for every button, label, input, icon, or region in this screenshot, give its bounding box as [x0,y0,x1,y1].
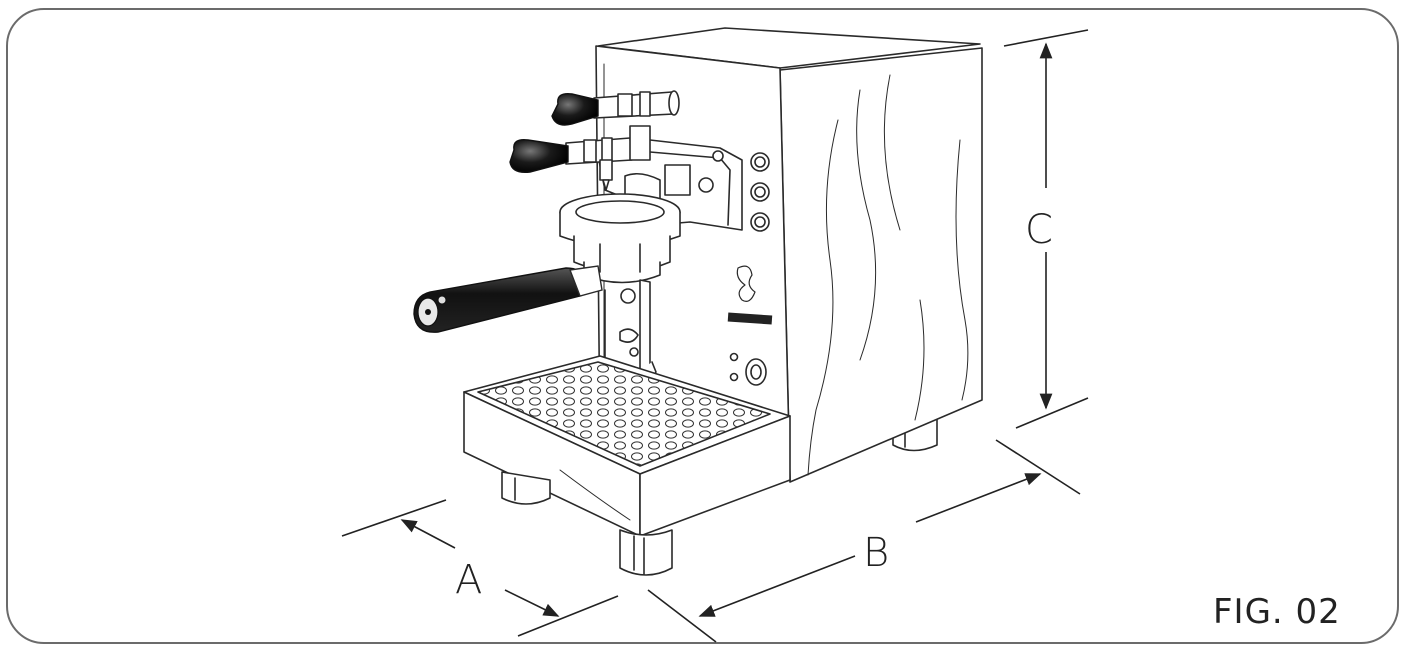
dimension-lines [341,29,1089,643]
front-left-leg [501,471,551,505]
dimension-a-arrow-front [504,589,560,617]
brew-group [559,193,681,284]
steam-valve-upper [593,90,680,119]
dimension-a-extension-front [517,595,619,637]
front-right-leg [619,529,673,576]
dimension-a-extension-back [341,499,447,537]
figure-label: FIG. 02 [1213,592,1341,632]
drip-tray [463,355,791,537]
dimension-c-extension-bottom [1015,397,1089,429]
steam-wand [604,279,657,379]
steam-knob-upper [551,93,599,126]
dimension-a-arrow-back [400,519,456,549]
dimension-b-extension-front [647,589,717,643]
steam-knob-lower [509,139,569,173]
steam-valve-lower [565,125,651,191]
portafilter-handle [413,265,603,333]
dimension-b-arrow-front [698,555,856,617]
dimension-label-c: C [1025,207,1053,253]
brand-logo [727,265,773,325]
machine-side-panel [779,47,983,483]
dimension-label-b: B [863,530,890,576]
control-knobs [729,152,770,386]
dimension-b-arrow-back [915,473,1042,523]
dimension-c-extension-top [1003,29,1089,47]
dimension-b-extension-back [995,439,1081,495]
dimension-label-a: A [455,557,483,603]
